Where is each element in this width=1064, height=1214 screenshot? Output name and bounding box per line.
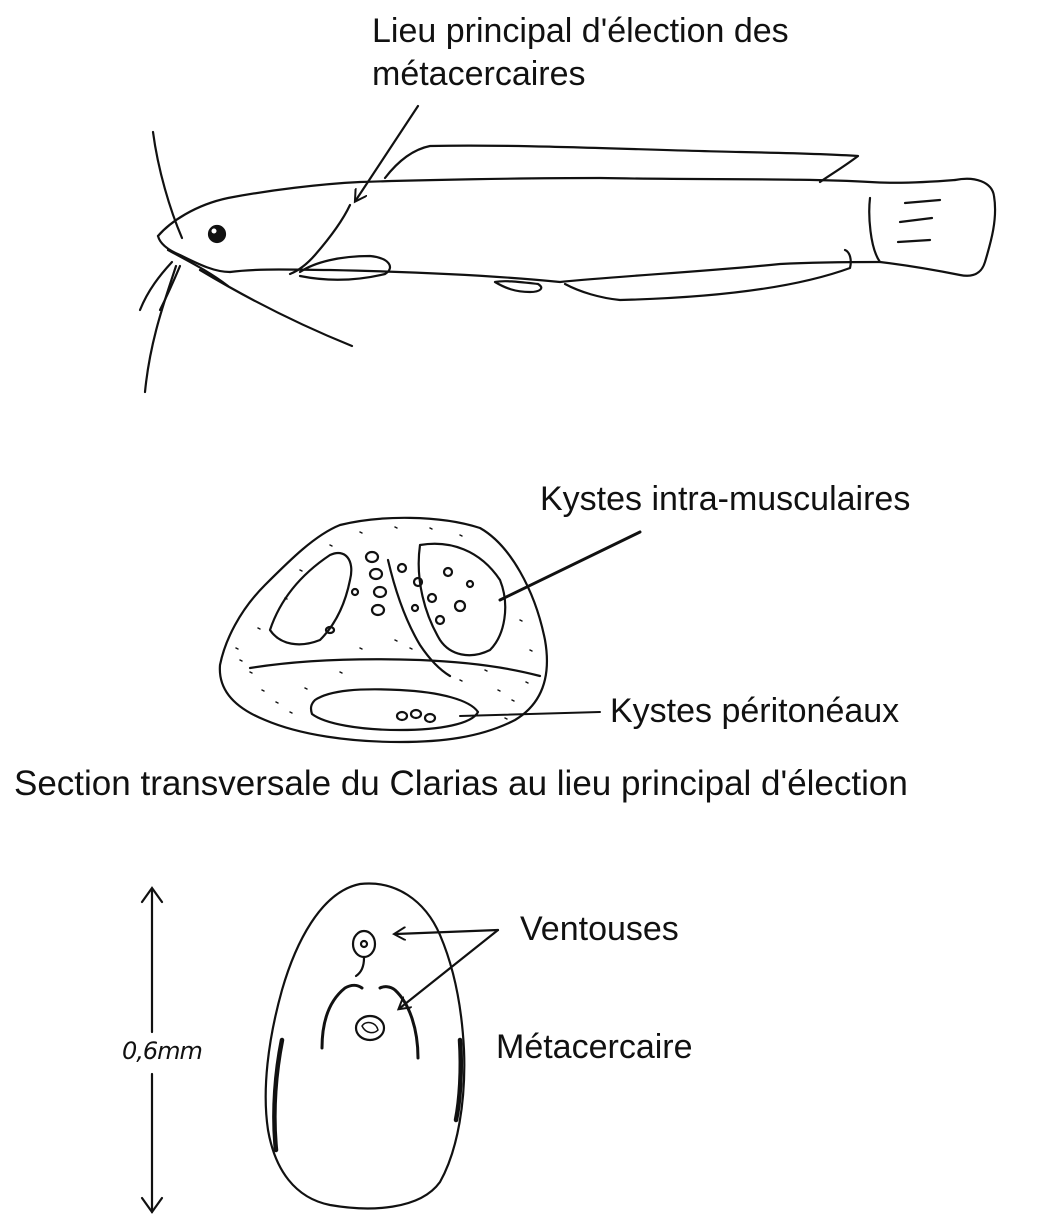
oral-sucker: [353, 931, 375, 957]
election-site-label-line1: Lieu principal d'élection des: [372, 10, 789, 53]
scale-label: 0,6mm: [122, 1036, 202, 1066]
perit-pointer: [460, 712, 600, 716]
section-septum: [250, 659, 540, 676]
fish-barbel: [153, 132, 182, 238]
fish-pectoral-fin: [300, 256, 390, 280]
metacercaria-label: Métacercaire: [496, 1026, 693, 1069]
pharynx: [356, 958, 364, 976]
fish-pelvic-fin: [495, 281, 541, 292]
transverse-section-drawing: [220, 518, 640, 742]
fish-barbel: [140, 262, 172, 310]
suckers-label: Ventouses: [520, 908, 679, 951]
metacercaria-thick-wall-right: [456, 1040, 461, 1120]
section-caption: Section transversale du Clarias au lieu …: [14, 762, 908, 806]
ventouses-pointer-ventral: [400, 930, 498, 1008]
election-site-label-line2: métacercaires: [372, 53, 789, 96]
intestinal-cecum-left: [322, 985, 362, 1048]
intra-muscular-cysts-label: Kystes intra-musculaires: [540, 478, 910, 521]
election-site-label: Lieu principal d'élection des métacercai…: [372, 10, 789, 95]
intra-pointer: [500, 532, 640, 600]
fish-site-arrow: [356, 106, 418, 200]
catfish-drawing: [140, 106, 995, 392]
peritoneal-cysts-label: Kystes péritonéaux: [610, 690, 899, 733]
ventouses-pointer-oral: [396, 930, 498, 934]
metacercaria-thick-wall-left: [274, 1040, 282, 1150]
fish-dorsal-outline: [158, 178, 955, 236]
fish-eye: [209, 226, 225, 242]
fish-anal-fin: [565, 250, 851, 300]
fish-caudal-fin: [869, 179, 995, 276]
fish-caudal-ray: [898, 240, 930, 242]
metacercaria-drawing: [266, 883, 498, 1208]
fish-dorsal-fin: [385, 146, 858, 182]
fish-caudal-ray: [905, 200, 940, 203]
section-body-cavity: [311, 689, 478, 730]
fish-caudal-ray: [900, 218, 932, 222]
section-muscle-right: [419, 544, 506, 655]
ventral-sucker: [356, 1016, 384, 1040]
